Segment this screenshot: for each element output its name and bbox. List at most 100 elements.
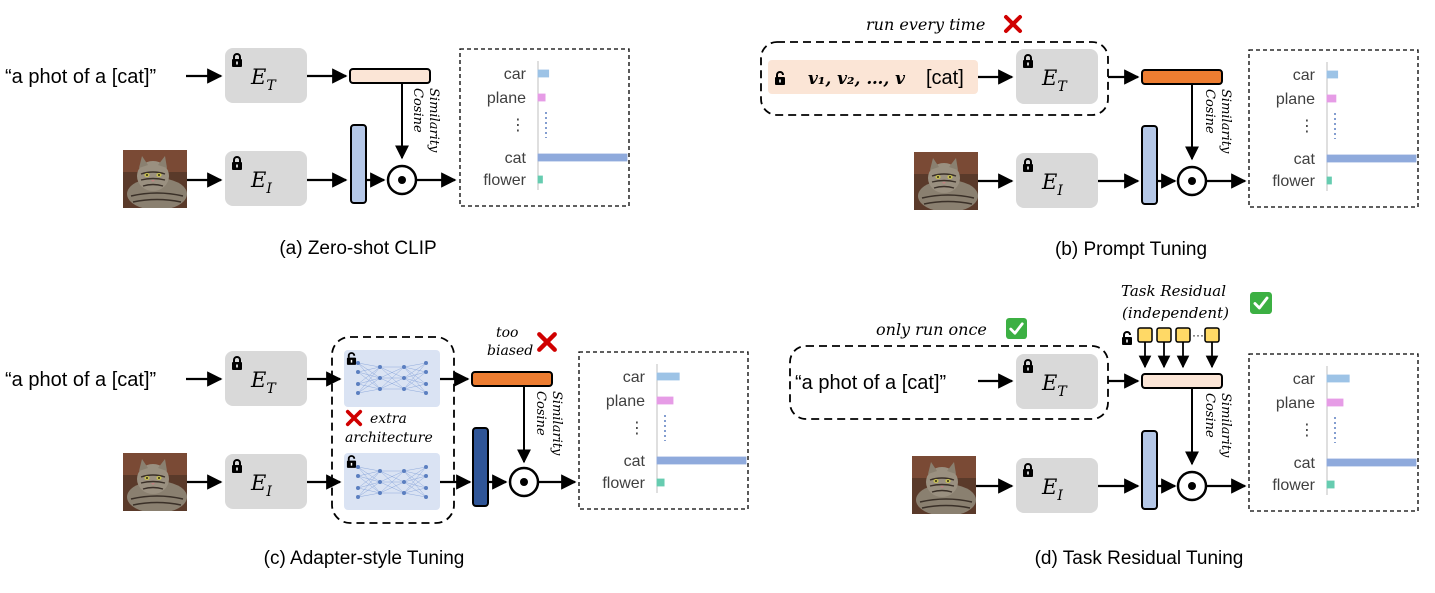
score-bar [656,396,674,405]
text-adapter [344,350,440,407]
panel-caption: (d) Task Residual Tuning [1035,548,1244,569]
text-input-label: “a phot of a [cat]” [5,66,156,88]
score-box-frame [578,351,749,510]
score-box-frame [1248,353,1419,512]
text-branch-dashed-region [789,345,1109,420]
score-bar [1326,374,1350,383]
score-box-frame [459,48,630,207]
class-label: flower [1272,173,1315,190]
class-label: car [504,66,527,83]
prompt-dashed-region [760,41,1109,116]
score-bar [537,69,550,78]
cosine-label: Cosine [533,391,548,436]
run-every-time-note: run every time [866,15,985,34]
class-label: ⋮ [1299,422,1315,439]
adapter-dashed-region [331,336,455,524]
text-encoder [1016,49,1098,104]
panel-caption: (a) Zero-shot CLIP [279,238,436,259]
image-adapter [344,453,440,510]
prompt-class-label: [cat] [926,67,964,89]
text-encoder-label: ET [1041,371,1068,400]
learnable-prompt [768,60,978,94]
class-label: ⋮ [629,420,645,437]
score-box-frame [1248,49,1419,208]
class-label: cat [624,453,646,470]
score-bar [1326,480,1335,489]
text-input-label: “a phot of a [cat]” [795,372,946,394]
task-residual-vector: ··· [1137,327,1220,369]
class-label: cat [505,150,527,167]
panel-caption: (c) Adapter-style Tuning [264,548,465,569]
class-label: car [623,369,646,386]
score-bar [1326,458,1417,467]
image-feature-bar [350,124,367,204]
class-label: plane [1276,395,1315,412]
cosine-label: Cosine [1202,393,1217,438]
too-label: too [496,325,518,341]
cat-image [912,456,976,514]
text-feature-bar [1141,373,1223,389]
class-label: plane [606,393,645,410]
text-encoder [1016,354,1098,409]
text-feature-bar [1141,69,1223,85]
text-encoder-label: ET [1041,66,1068,95]
score-bar [537,175,543,184]
panel-zero-shot-clip: “a phot of a [cat]” ET Cosine Similarity… [5,48,630,259]
class-label: car [1293,67,1316,84]
score-bar [1326,398,1344,407]
class-label: plane [487,90,526,107]
image-encoder-label: EI [250,168,272,197]
cat-image [123,453,187,511]
text-encoder [225,48,307,103]
class-label: flower [483,172,526,189]
score-bar [1326,70,1339,79]
cat-image [914,152,978,210]
image-feature-bar [472,427,489,507]
cat-image [123,150,187,208]
class-label: plane [1276,91,1315,108]
cross-icon [1004,15,1022,33]
cosine-label: Cosine [410,88,425,133]
text-feature-bar [471,371,553,387]
text-encoder-label: ET [250,368,277,397]
panel-task-residual-tuning: only run once Task Residual (independent… [789,282,1419,569]
image-encoder [225,151,307,206]
class-label: flower [1272,477,1315,494]
image-encoder [225,454,307,509]
class-label: flower [602,475,645,492]
text-feature-bar [349,68,431,84]
score-bar [537,153,628,162]
cosine-label: Cosine [1202,89,1217,134]
unlock-icon [1121,331,1133,345]
score-bar [656,456,747,465]
panel-caption: (b) Prompt Tuning [1055,239,1207,260]
similarity-label: Similarity [549,391,564,456]
architecture-label: architecture [345,430,433,446]
image-encoder-label: EI [1041,475,1063,504]
cross-icon [345,409,363,427]
panel-prompt-tuning: run every time v₁, v₂, …, v [cat] ET Cos… [760,15,1419,260]
score-bar [1326,154,1417,163]
svg-text:···: ··· [1192,328,1204,342]
image-encoder-label: EI [1041,170,1063,199]
score-bar [1326,176,1332,185]
image-feature-bar [1141,430,1158,510]
check-icon [1250,292,1272,314]
score-box: car plane ⋮ cat flower [578,351,749,510]
text-encoder-label: ET [250,65,277,94]
score-bar [656,478,665,487]
similarity-label: Similarity [1218,89,1233,154]
score-bar [1326,94,1337,103]
panel-adapter-style-tuning: “a phot of a [cat]” ET extra architectur… [5,325,749,569]
image-encoder [1016,153,1098,208]
image-encoder [1016,458,1098,513]
task-residual-label: Task Residual [1121,282,1226,300]
class-label: cat [1294,151,1316,168]
score-bar [656,372,680,381]
similarity-label: Similarity [1218,393,1233,458]
prompt-vectors-label: v₁, v₂, …, v [808,69,906,89]
score-bar [537,93,546,102]
